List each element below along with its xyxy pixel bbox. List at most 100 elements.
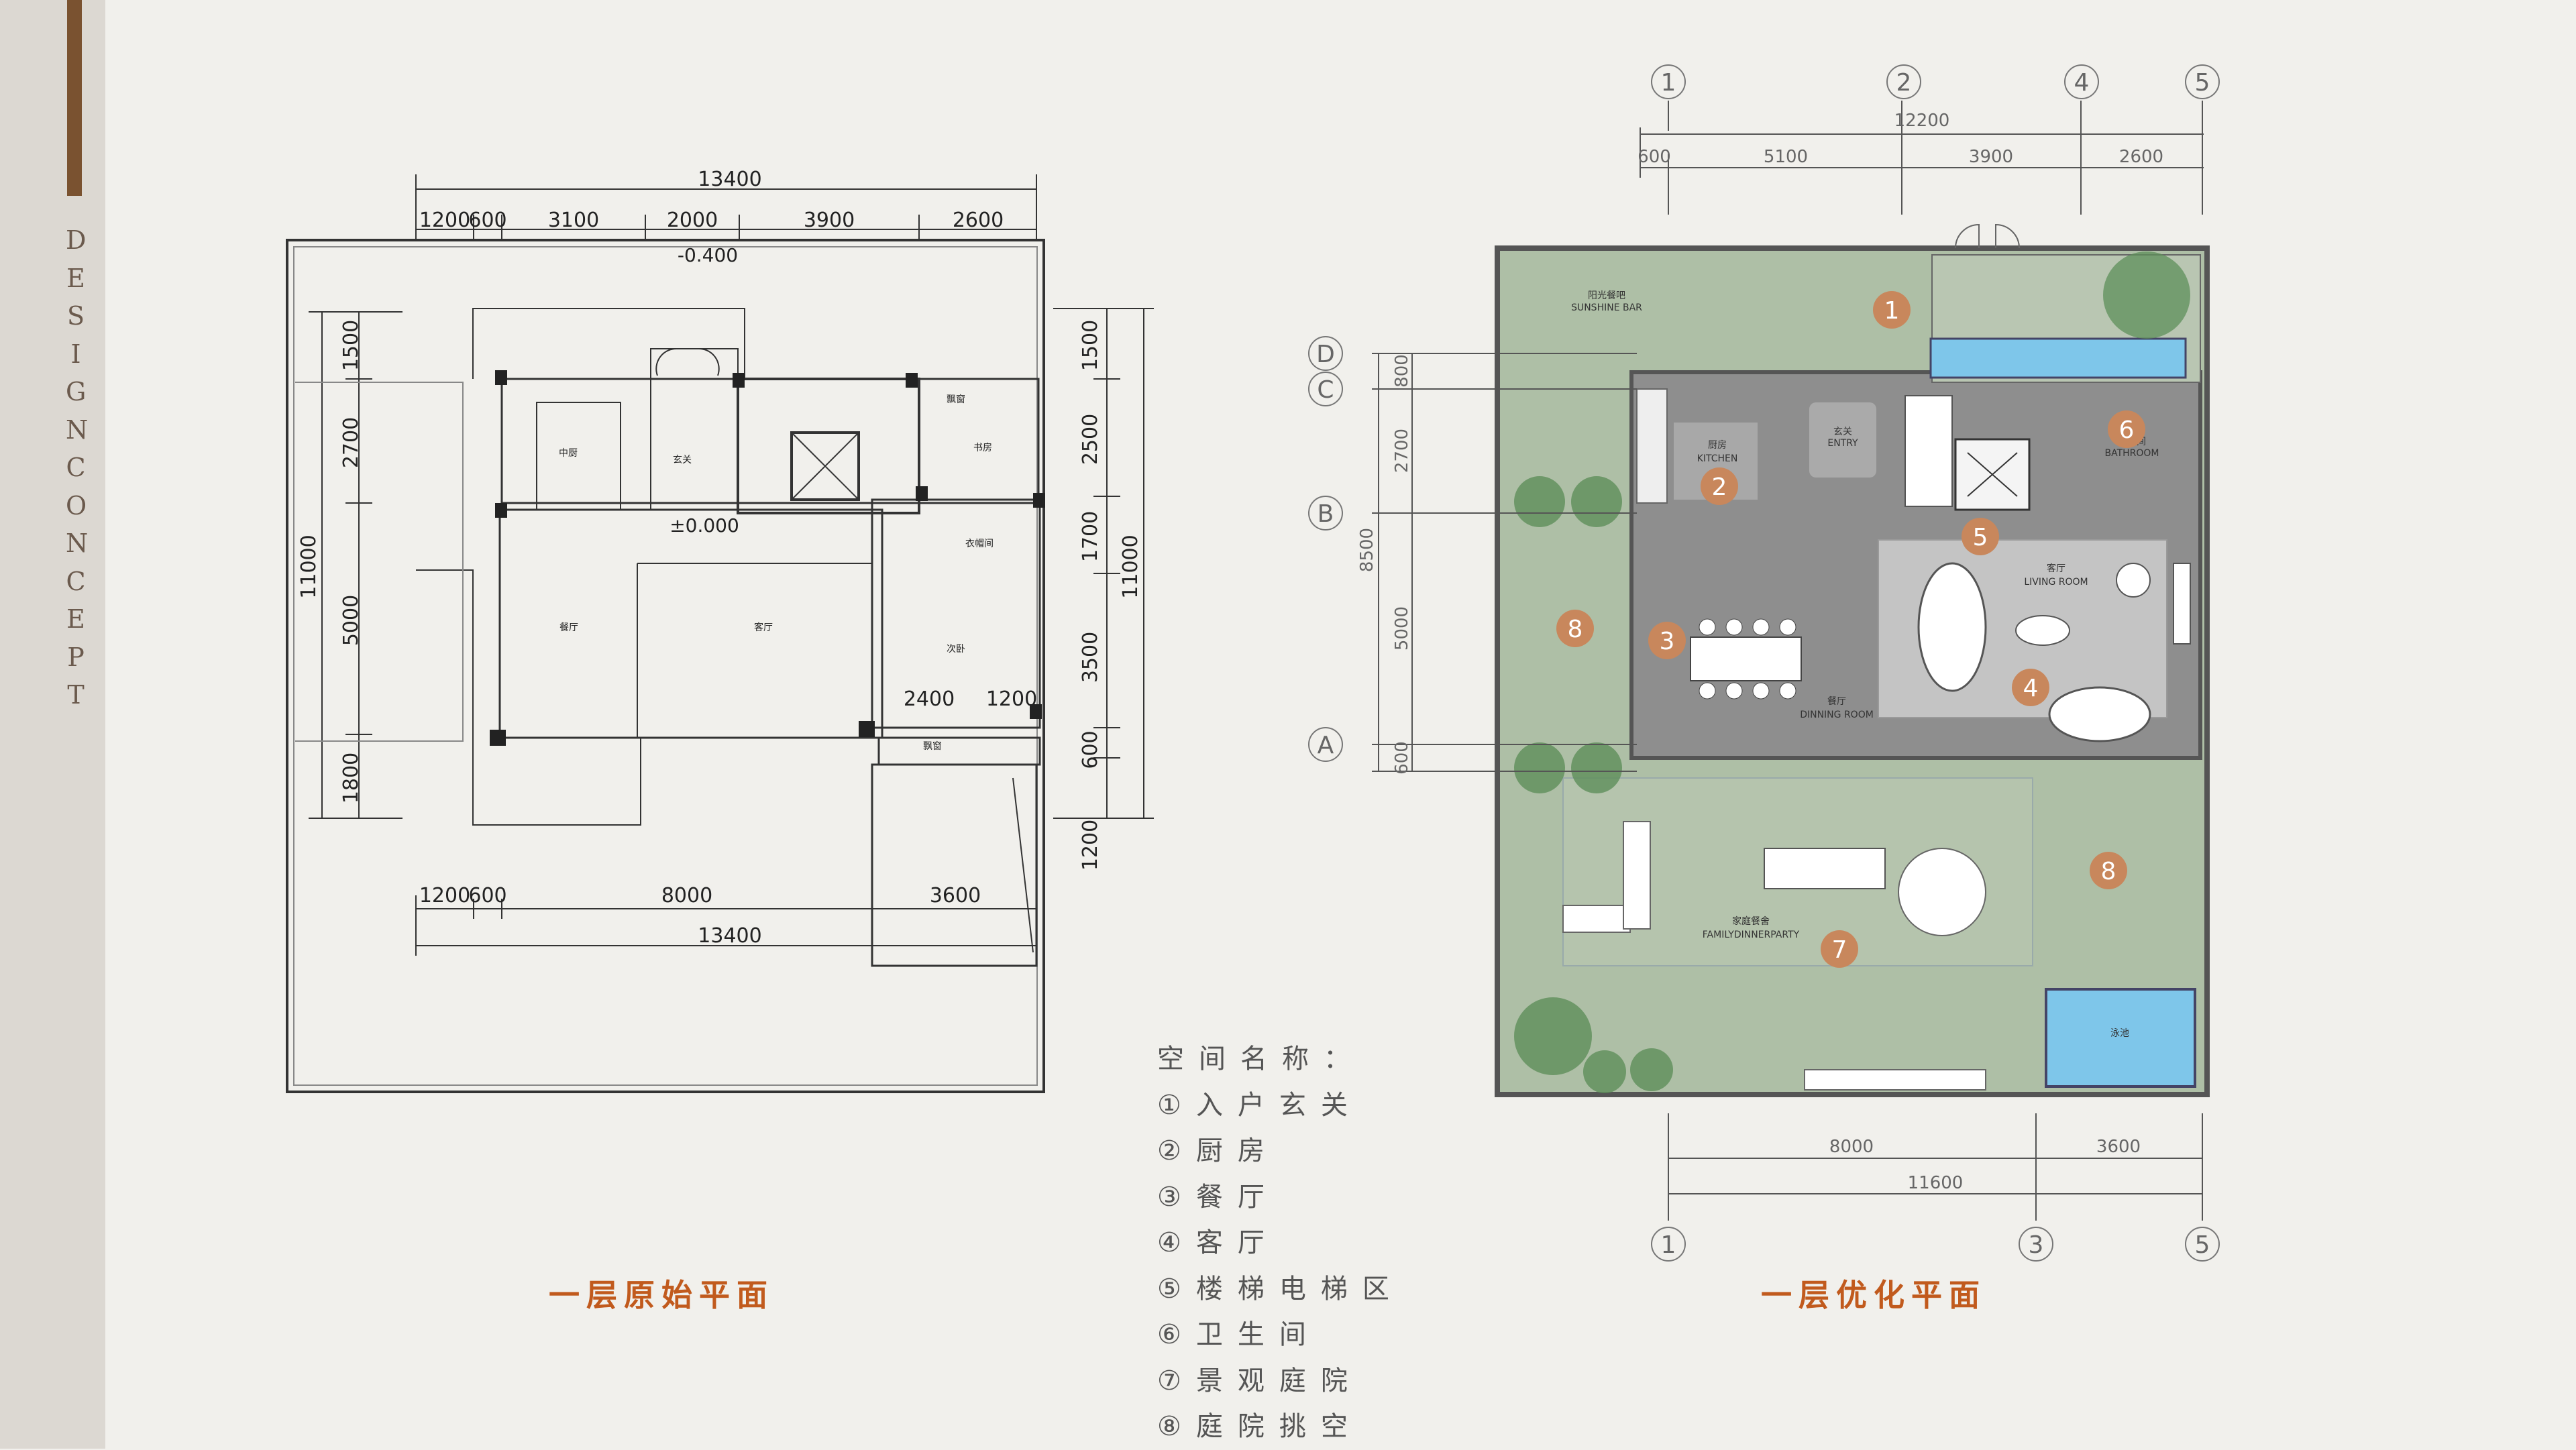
tree-icon <box>1571 742 1622 793</box>
dim-label: 5100 <box>1764 147 1808 167</box>
zone-marker <box>1962 518 1999 555</box>
legend-item: ⑦景观庭院 <box>1157 1365 1362 1396</box>
room-label: 泳池 <box>2110 1028 2129 1039</box>
tree-icon <box>1571 476 1622 527</box>
axis-bubble <box>2185 1227 2220 1262</box>
dim-label: 3600 <box>2096 1137 2141 1157</box>
sofa <box>1917 562 1987 692</box>
pool <box>2045 988 2196 1088</box>
side-letter: T <box>67 680 85 710</box>
legend-item: ③餐厅 <box>1157 1181 1279 1213</box>
side-letter: N <box>66 528 89 558</box>
dim-label: 1800 <box>339 752 363 803</box>
dim-label: 1200 <box>1079 820 1102 871</box>
dim-label: 3900 <box>1969 147 2013 167</box>
dim-label: 3900 <box>804 209 855 232</box>
room-label: 飘窗 <box>947 394 965 405</box>
left-plan-labels: 13400 1200 600 3100 2000 3900 2600 1200 … <box>297 168 1142 948</box>
room-label: 次卧 <box>947 644 965 655</box>
zone-marker-number: 3 <box>1660 628 1675 655</box>
zone-marker-number: 2 <box>1712 473 1727 501</box>
axis-bubble <box>2019 1227 2053 1262</box>
dim-label: 2600 <box>953 209 1004 232</box>
side-letter: P <box>67 642 85 672</box>
axis-bubble <box>1651 64 1686 99</box>
side-letter: S <box>66 301 85 331</box>
side-letter: E <box>66 263 85 293</box>
room-label: 客厅 <box>2047 563 2065 574</box>
dim-label: 2600 <box>2119 147 2163 167</box>
dim-label: 3500 <box>1079 632 1102 683</box>
tree-icon <box>1514 997 1592 1075</box>
axis-bubble <box>1651 1227 1686 1262</box>
tree-icon <box>1514 476 1565 527</box>
site-boundary <box>286 239 1045 1093</box>
zone-marker-number: 5 <box>1973 524 1988 551</box>
dim-label: 600 <box>468 884 506 907</box>
dim-label: 1500 <box>339 320 363 371</box>
axis-label: A <box>1318 732 1334 759</box>
site-boundary <box>1495 245 2210 1097</box>
room-label: 中厨 <box>559 448 578 459</box>
dim-label: 600 <box>1638 147 1671 167</box>
room-label: 飘窗 <box>923 740 942 752</box>
sidebar: D E S I G N C O N C E P T <box>0 0 105 1449</box>
right-floor-plan <box>1495 223 2210 1097</box>
zone-markers: 1 2 3 4 5 6 7 8 8 <box>1556 291 2145 968</box>
room-label: DINNING ROOM <box>1800 710 1874 720</box>
dim-label: 1200 <box>419 209 470 232</box>
axis-bubble <box>1308 336 1343 371</box>
left-bottom-total: 13400 <box>698 924 761 948</box>
dim-label: 2700 <box>1392 429 1412 473</box>
room-label: ENTRY <box>1827 438 1858 449</box>
zone-marker <box>2108 410 2145 448</box>
dim-label: 5000 <box>339 595 363 646</box>
zone-marker-number: 8 <box>1568 616 1583 643</box>
dim-label: 3600 <box>930 884 981 907</box>
room-label: 餐厅 <box>559 622 578 633</box>
dim-label: 2400 <box>904 687 955 711</box>
zone-marker <box>1648 622 1686 659</box>
legend-item: ⑥卫生间 <box>1157 1319 1321 1350</box>
room-label: 玄关 <box>1833 426 1852 437</box>
axis-label: 3 <box>2029 1231 2044 1259</box>
legend-item: ④客厅 <box>1157 1227 1279 1258</box>
legend-item: ②厨房 <box>1157 1135 1279 1166</box>
axis-label: 4 <box>2074 69 2090 97</box>
zone-marker-number: 4 <box>2023 675 2039 702</box>
zone-marker-number: 1 <box>1884 297 1900 325</box>
right-plan-axes <box>1308 64 2220 1262</box>
dim-label: 1200 <box>986 687 1037 711</box>
dim-label: 3100 <box>548 209 599 232</box>
legend-item: ⑧庭院挑空 <box>1157 1411 1362 1442</box>
dim-label: 2700 <box>339 417 363 468</box>
tree-icon <box>1583 1050 1626 1093</box>
side-letter: C <box>66 453 86 482</box>
axis-bubble <box>2185 64 2220 99</box>
tree-icon <box>1514 742 1565 793</box>
room-label: 衣帽间 <box>965 539 994 549</box>
axis-bubble <box>1308 496 1343 531</box>
axis-bubble <box>1308 727 1343 762</box>
axis-label: 2 <box>1896 69 1912 97</box>
right-bottom-total: 11600 <box>1908 1173 1964 1193</box>
right-plan-dimensions <box>1372 101 2204 1221</box>
zone-marker <box>1821 930 1858 968</box>
dim-label: 1700 <box>1079 511 1102 562</box>
tree-icon <box>1630 1048 1673 1091</box>
axis-bubble <box>2064 64 2099 99</box>
side-letter: D <box>66 225 87 255</box>
design-concept-vertical-text: D E S I G N C O N C E P T <box>66 221 89 714</box>
dim-label: 800 <box>1392 354 1412 388</box>
axis-label: 1 <box>1661 69 1676 97</box>
side-letter: N <box>66 414 89 445</box>
axis-bubble <box>1308 372 1343 406</box>
room-label: 玄关 <box>673 454 692 465</box>
axis-label: 1 <box>1661 1231 1676 1259</box>
space-legend: 空间名称： ①入户玄关 ②厨房 ③餐厅 ④客厅 ⑤楼梯电梯区 ⑥卫生间 ⑦景观庭… <box>1157 1036 1404 1450</box>
room-label: BATHROOM <box>2104 448 2159 459</box>
dim-label: 1200 <box>419 884 470 907</box>
right-side-total: 8500 <box>1357 528 1377 572</box>
room-label: 厨房 <box>1708 440 1727 451</box>
